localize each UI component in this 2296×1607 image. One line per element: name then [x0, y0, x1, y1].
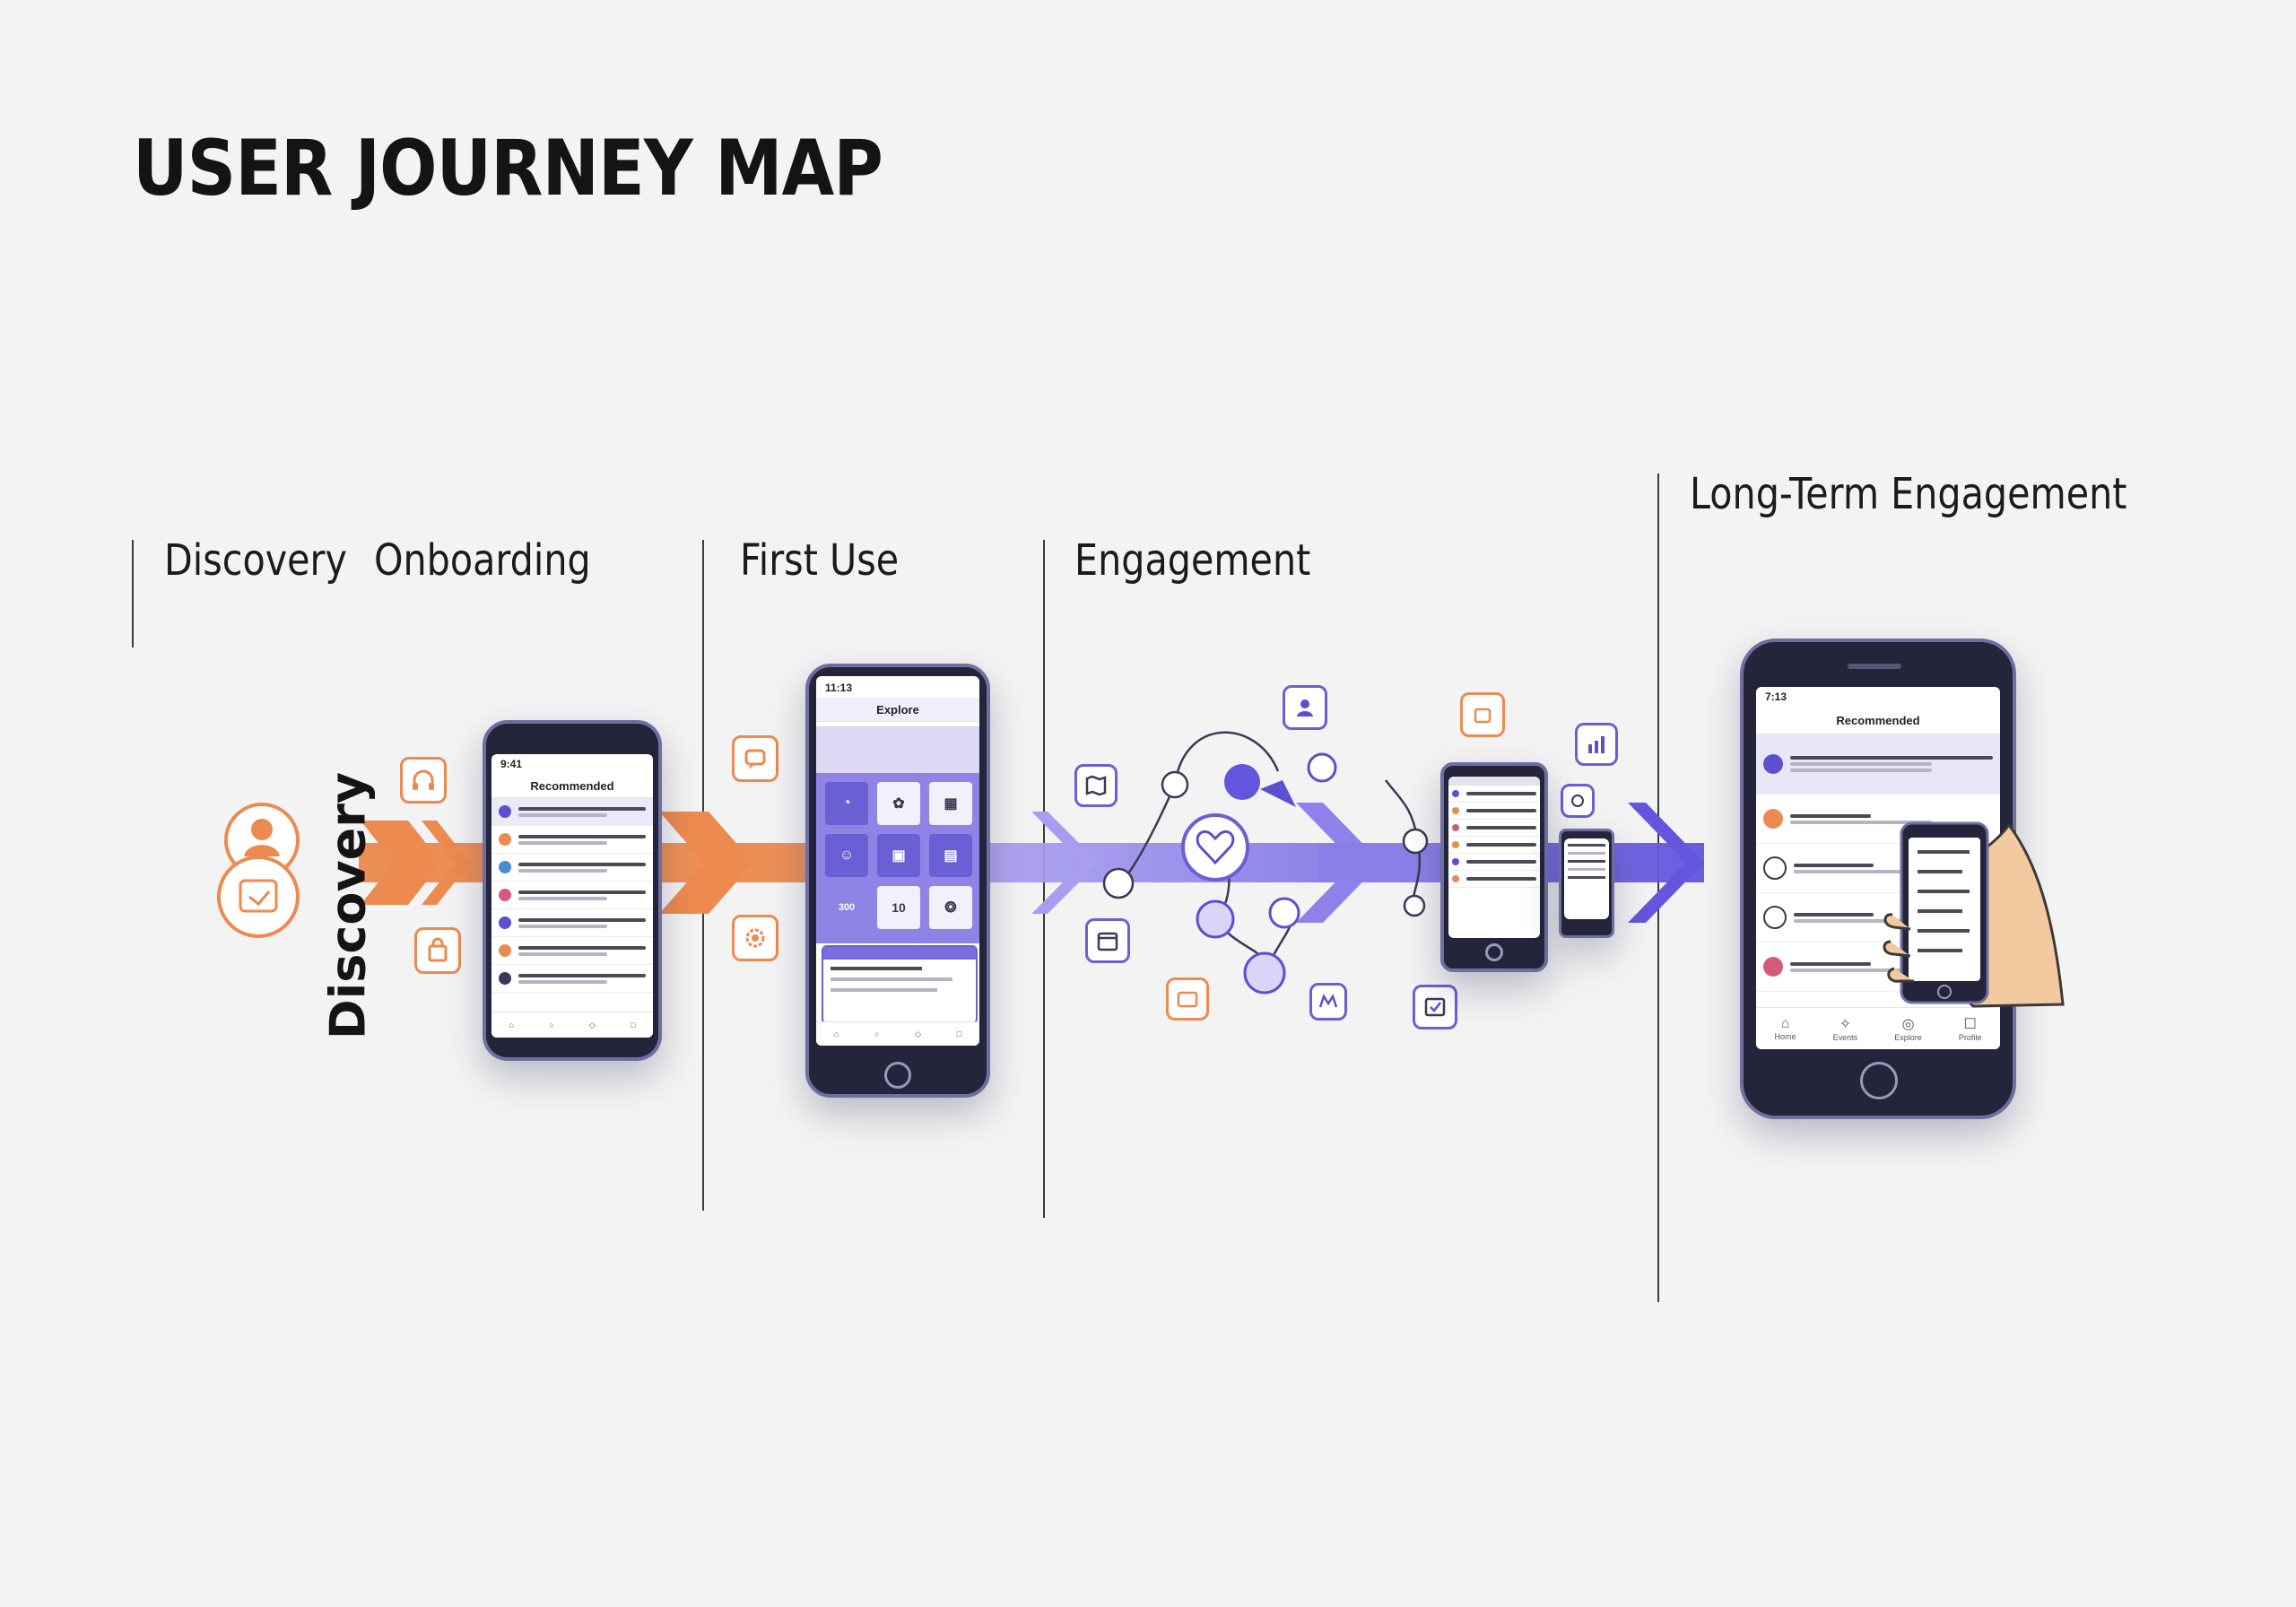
flow-arrow-1 — [361, 821, 441, 905]
bar-chart-icon — [1575, 723, 1618, 766]
grid-tile-value[interactable]: 300 — [825, 886, 868, 929]
discovery-vertical-label: Discovery — [319, 771, 377, 1040]
node — [1102, 867, 1135, 899]
stage-label-engagement: Engagement — [1074, 535, 1311, 586]
status-bar-time: 7:13 — [1765, 691, 1787, 703]
home-button[interactable] — [884, 1062, 911, 1089]
grid-tile[interactable]: ❂ — [929, 886, 972, 929]
stage-label-discovery: Discovery — [164, 535, 347, 586]
list-item[interactable] — [1756, 795, 2000, 844]
list-item[interactable] — [491, 882, 653, 909]
list-item[interactable] — [491, 826, 653, 854]
link-icon — [1561, 784, 1595, 818]
map-icon — [1074, 764, 1118, 807]
flow-arrow-1b — [422, 821, 470, 905]
gear-icon — [732, 915, 778, 961]
node — [1224, 764, 1260, 800]
engagement-phone-large — [1440, 762, 1548, 972]
tab-bar: ⌂Home ✧Events ◎Explore ☐Profile — [1756, 1007, 2000, 1049]
stage-divider — [132, 540, 134, 647]
cart-icon — [217, 856, 300, 938]
list-item[interactable] — [491, 909, 653, 937]
explore-icon: ◎ — [1901, 1017, 1915, 1032]
heart-node — [1181, 813, 1249, 882]
node — [1402, 828, 1429, 855]
tab-profile-icon[interactable]: □ — [956, 1029, 962, 1038]
phone-screen — [1448, 777, 1540, 938]
list-item[interactable] — [491, 798, 653, 826]
stage-divider — [1657, 473, 1659, 1302]
app-header-title: Recommended — [1756, 707, 2000, 734]
home-button[interactable] — [1860, 1062, 1898, 1099]
grid-tile[interactable]: ✿ — [877, 782, 920, 825]
first-use-phone: 11:13 Explore ◔ ✿ ▦ ☺ ▣ ▤ 300 10 ❂ ⌂ ○ ◇ □ — [805, 664, 990, 1098]
node — [1196, 899, 1235, 939]
app-header-title: Recommended — [491, 774, 653, 798]
check-window-icon — [1413, 985, 1457, 1029]
featured-card[interactable] — [1756, 734, 2000, 795]
message-icon — [1166, 977, 1209, 1021]
engagement-phone-small — [1559, 829, 1614, 938]
status-bar-time: 9:41 — [500, 758, 523, 770]
tab-explore[interactable]: ◎Explore — [1894, 1017, 1922, 1042]
list-item[interactable] — [491, 965, 653, 993]
list-item[interactable] — [1756, 942, 2000, 992]
node — [1268, 897, 1300, 929]
headphones-icon — [400, 757, 447, 804]
flow-arrow-5 — [1628, 803, 1704, 923]
node — [1403, 894, 1426, 917]
flow-arrow-3 — [1031, 812, 1099, 914]
tab-events[interactable]: ✧Events — [1832, 1017, 1858, 1042]
app-header-title: Explore — [816, 698, 979, 722]
node — [1161, 770, 1189, 799]
heart-icon — [1196, 830, 1235, 865]
onboarding-phone: 9:41 Recommended ⌂ ○ ◇ □ — [483, 720, 662, 1061]
grid-tile-value[interactable]: 10 — [877, 886, 920, 929]
tab-bell-icon[interactable]: ◇ — [588, 1020, 596, 1029]
stage-label-first-use: First Use — [740, 535, 900, 586]
list-item[interactable] — [1756, 844, 2000, 893]
phone-screen: 9:41 Recommended ⌂ ○ ◇ □ — [491, 754, 653, 1038]
page-title: USER JOURNEY MAP — [133, 124, 883, 213]
stage-label-onboarding: Onboarding — [374, 535, 591, 586]
list-item[interactable] — [491, 937, 653, 965]
star-icon — [1309, 983, 1347, 1021]
grid-tile[interactable]: ◔ — [825, 782, 868, 825]
phone-screen — [1564, 838, 1609, 919]
tab-bar: ⌂ ○ ◇ □ — [816, 1021, 979, 1046]
tab-bell-icon[interactable]: ◇ — [915, 1029, 922, 1038]
grid-tile[interactable]: ☺ — [825, 834, 868, 877]
list-item[interactable] — [1756, 893, 2000, 942]
home-icon: ⌂ — [1780, 1016, 1790, 1031]
tab-home-icon[interactable]: ⌂ — [833, 1029, 839, 1038]
grid-tile[interactable]: ▣ — [877, 834, 920, 877]
phone-screen: 11:13 Explore ◔ ✿ ▦ ☺ ▣ ▤ 300 10 ❂ ⌂ ○ ◇ □ — [816, 676, 979, 1046]
tab-search-icon[interactable]: ○ — [549, 1021, 554, 1029]
hand-holding-phone-illustration — [1883, 821, 2065, 1008]
category-strip — [816, 726, 979, 773]
status-bar-time: 11:13 — [825, 682, 853, 694]
tab-profile-icon[interactable]: □ — [630, 1021, 636, 1029]
tab-home[interactable]: ⌂Home — [1774, 1016, 1796, 1041]
tab-home-icon[interactable]: ⌂ — [509, 1021, 515, 1029]
node — [1307, 752, 1337, 783]
calendar-icon — [1085, 918, 1130, 963]
stage-label-long-term-engagement: Long-Term Engagement — [1690, 469, 2127, 519]
tab-bar: ⌂ ○ ◇ □ — [491, 1012, 653, 1038]
shopping-bag-icon — [414, 927, 461, 974]
flow-arrow-2 — [659, 812, 753, 914]
grid-tile[interactable]: ▤ — [929, 834, 972, 877]
events-card[interactable] — [822, 945, 978, 1024]
list-item[interactable] — [491, 854, 653, 882]
grid-tile[interactable]: ▦ — [929, 782, 972, 825]
node — [1243, 951, 1286, 995]
events-icon: ✧ — [1839, 1017, 1852, 1032]
chat-bubble-icon — [732, 735, 778, 782]
profile-icon: ☐ — [1963, 1017, 1977, 1032]
home-button[interactable] — [1485, 943, 1503, 961]
profile-icon — [1283, 685, 1327, 730]
tab-search-icon[interactable]: ○ — [874, 1029, 880, 1038]
tab-profile[interactable]: ☐Profile — [1958, 1017, 1982, 1042]
store-icon — [1460, 692, 1505, 737]
